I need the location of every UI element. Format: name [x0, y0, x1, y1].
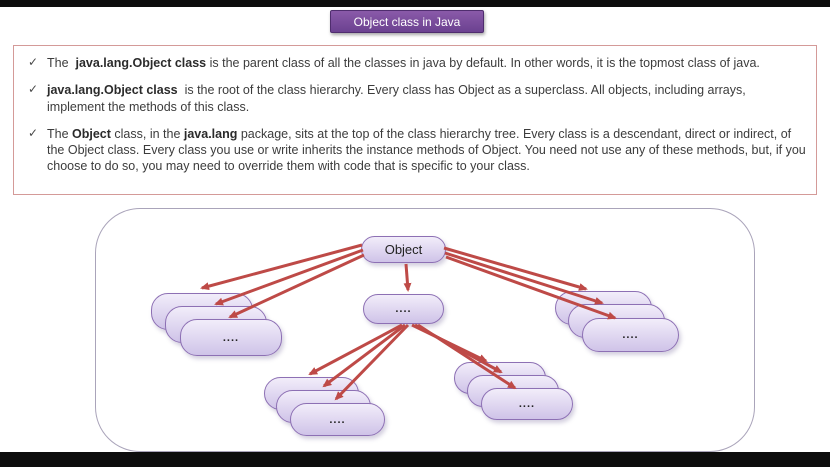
bullet-segment: The	[47, 126, 73, 141]
arrow-root-right-1	[443, 246, 588, 291]
bullet-item: ✓ java.lang.Object class is the root of …	[28, 82, 806, 115]
check-icon: ✓	[28, 55, 39, 69]
bullet-segment: java.lang.Object class	[75, 56, 207, 70]
node-subsubclass-left-front: ....	[290, 403, 385, 436]
bullet-text: The Object class, in the java.lang packa…	[47, 126, 806, 175]
page-title: Object class in Java	[353, 14, 461, 29]
arrow-middle-left-1	[308, 323, 403, 376]
arrow-middle-right-1	[411, 323, 488, 363]
arrow-root-middle	[403, 263, 412, 292]
node-label: ....	[518, 398, 536, 410]
class-diagram: Object .... .... .... .... ....	[95, 208, 755, 452]
node-object-label: Object	[384, 242, 423, 257]
node-object: Object	[361, 236, 446, 263]
arrow-root-left-1	[200, 243, 363, 291]
bullet-text: java.lang.Object class is the root of th…	[47, 82, 806, 115]
node-label: ....	[622, 329, 639, 341]
letterbox-bottom	[0, 452, 830, 467]
bullet-segment: package, sits at the top of the class hi…	[47, 126, 810, 174]
node-label: ....	[395, 303, 412, 315]
check-icon: ✓	[28, 82, 39, 97]
bullet-segment: The	[47, 56, 76, 70]
letterbox-top	[0, 0, 830, 7]
bullet-segment: is the parent class of all the classes i…	[206, 56, 760, 70]
bullet-segment: java.lang.Object class	[47, 83, 178, 98]
bullet-text: The java.lang.Object class is the parent…	[47, 55, 806, 71]
node-subclass-middle: ....	[363, 294, 444, 324]
node-label: ....	[329, 413, 346, 426]
bullet-segment: Object	[72, 126, 111, 141]
check-icon: ✓	[28, 125, 39, 140]
bullet-segment: java.lang	[183, 126, 238, 141]
bullet-segment: is the root of the class hierarchy. Ever…	[47, 83, 750, 114]
info-panel: ✓ The java.lang.Object class is the pare…	[13, 45, 817, 195]
node-subclass-left-front: ....	[180, 319, 282, 356]
node-subclass-right-front: ....	[582, 318, 679, 352]
title-badge: Object class in Java	[330, 10, 484, 33]
bullet-segment: class, in the	[110, 126, 184, 141]
bullet-item: ✓ The java.lang.Object class is the pare…	[28, 55, 806, 71]
bullet-item: ✓ The Object class, in the java.lang pac…	[28, 126, 806, 175]
node-label: ....	[222, 331, 240, 344]
node-subsubclass-right-front: ....	[481, 388, 573, 420]
